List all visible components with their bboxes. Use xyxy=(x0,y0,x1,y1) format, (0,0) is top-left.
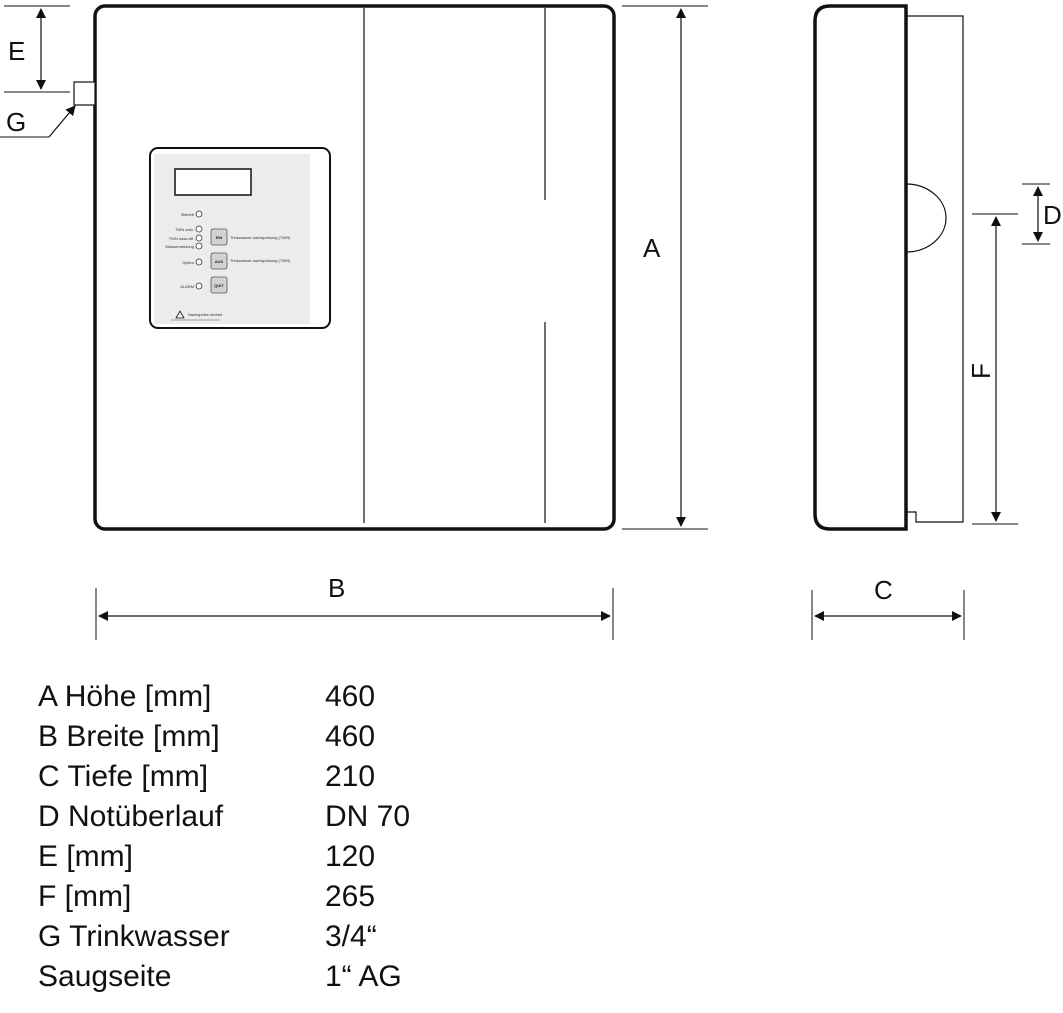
spec-label: B Breite [mm] xyxy=(38,720,220,753)
leader-line-g xyxy=(48,105,76,138)
lcd-display xyxy=(174,168,252,196)
button-caption: Trinkwasser-nachspeisung (TWN) xyxy=(230,235,291,240)
spec-row: B Breite [mm] 460 xyxy=(38,717,410,757)
dimension-d: D xyxy=(1022,183,1062,245)
panel-footer-text: Nachspeise-einheit xyxy=(188,312,223,317)
spec-label: G Trinkwasser xyxy=(38,920,230,953)
indicator-label-option: Option xyxy=(182,260,194,265)
spec-table-body: A Höhe [mm] 460 B Breite [mm] 460 C Tiefe [m… xyxy=(38,677,410,997)
spec-value: 265 xyxy=(325,880,376,913)
cabinet-front-outline xyxy=(93,4,616,531)
aus-button[interactable]: AUS xyxy=(210,252,228,270)
spec-row: Saugseite 1“ AG xyxy=(38,957,410,997)
spec-label: F [mm] xyxy=(38,880,132,913)
quit-button-label: QUIT xyxy=(214,283,224,288)
indicator-label-betrieb: Betrieb xyxy=(181,212,194,217)
quit-button[interactable]: QUIT xyxy=(210,276,228,294)
status-led xyxy=(195,225,203,233)
dimension-a: A xyxy=(622,5,708,530)
technical-drawing: Betrieb TWN sofo. TWN nass.aff. Wasserme… xyxy=(0,4,1062,640)
dimension-b: B xyxy=(95,573,614,640)
spec-row: E [mm] 120 xyxy=(38,837,410,877)
dimension-label-b: B xyxy=(328,573,345,603)
dimension-c: C xyxy=(811,575,965,640)
spec-value: DN 70 xyxy=(325,800,411,833)
cabinet-side-outline xyxy=(813,4,908,531)
ein-button[interactable]: EIN xyxy=(210,228,228,246)
indicator-label-twn-sofo: TWN sofo. xyxy=(175,227,194,232)
status-led xyxy=(195,258,203,266)
dimension-label-g: G xyxy=(6,107,26,137)
indicator-label-alarm: ALARM xyxy=(180,284,194,289)
spec-value: 120 xyxy=(325,840,376,873)
dimension-f: F xyxy=(966,213,1018,525)
spec-label: Saugseite xyxy=(38,960,172,993)
dimension-g: G xyxy=(0,105,76,138)
spec-label: D Notüberlauf xyxy=(38,800,224,833)
wall-mount-plate xyxy=(906,15,964,523)
spec-label: C Tiefe [mm] xyxy=(38,760,209,793)
dimension-label-c: C xyxy=(874,575,893,605)
spec-value: 1“ AG xyxy=(325,960,402,993)
spec-value: 3/4“ xyxy=(325,920,377,953)
dimension-e: E xyxy=(4,5,70,93)
spec-value: 460 xyxy=(325,720,376,753)
aus-button-label: AUS xyxy=(215,259,224,264)
button-caption: Trinkwasser-nachspeisung (TWN) xyxy=(230,258,291,263)
status-led xyxy=(195,234,203,242)
status-led xyxy=(195,242,203,250)
spec-row: C Tiefe [mm] 210 xyxy=(38,757,410,797)
spec-value: 460 xyxy=(325,680,376,713)
spec-row: G Trinkwasser 3/4“ xyxy=(38,917,410,957)
indicator-label-wassermeldung: Wassermeldung xyxy=(165,244,194,249)
spec-row: D Notüberlauf DN 70 xyxy=(38,797,410,837)
side-view xyxy=(813,4,964,531)
dimension-label-a: A xyxy=(643,233,661,263)
dimension-label-d: D xyxy=(1043,200,1062,230)
spec-row: A Höhe [mm] 460 xyxy=(38,677,410,717)
spec-value: 210 xyxy=(325,760,376,793)
status-led xyxy=(195,282,203,290)
ein-button-label: EIN xyxy=(216,235,223,240)
control-panel: Betrieb TWN sofo. TWN nass.aff. Wasserme… xyxy=(149,147,331,329)
status-led xyxy=(195,210,203,218)
indicator-label-twn-nass: TWN nass.aff. xyxy=(169,236,194,241)
warning-triangle-icon xyxy=(175,310,185,319)
front-view: Betrieb TWN sofo. TWN nass.aff. Wasserme… xyxy=(73,4,616,531)
water-inlet-connector xyxy=(73,81,96,106)
spec-row: F [mm] 265 xyxy=(38,877,410,917)
dimension-label-f: F xyxy=(966,363,996,379)
spec-label: E [mm] xyxy=(38,840,133,873)
spec-table: A Höhe [mm] 460 B Breite [mm] 460 C Tiefe [m… xyxy=(38,677,410,997)
spec-label: A Höhe [mm] xyxy=(38,680,212,713)
dimension-label-e: E xyxy=(8,36,25,66)
overflow-outlet xyxy=(905,183,947,253)
